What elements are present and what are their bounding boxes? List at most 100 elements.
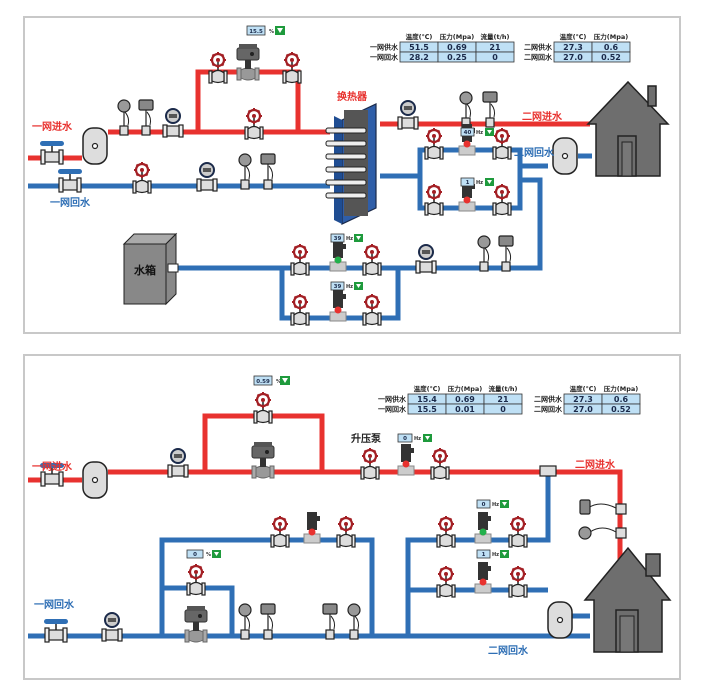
table-row-label: 二网供水 bbox=[524, 43, 553, 52]
electric-control-valve-bottom[interactable] bbox=[251, 441, 275, 479]
svg-text:%: % bbox=[269, 29, 274, 35]
circ-pump-2-outlet-valve[interactable] bbox=[491, 182, 513, 217]
booster-inlet-valve[interactable] bbox=[359, 446, 381, 481]
makeup-pump-1-inlet-valve[interactable] bbox=[289, 242, 311, 277]
booster-pump[interactable] bbox=[397, 443, 415, 476]
label-primary-supply: 一网进水 bbox=[32, 120, 73, 133]
bypass-pump-bottom[interactable] bbox=[303, 511, 321, 544]
makeup-pump-1-outlet-valve[interactable] bbox=[361, 242, 383, 277]
table-cell-value: 15.5 bbox=[417, 405, 437, 414]
booster-outlet-valve[interactable] bbox=[429, 446, 451, 481]
bypass-inlet-valve-bottom[interactable] bbox=[269, 514, 291, 549]
bypass-valve[interactable] bbox=[243, 106, 265, 141]
circ-pump-2-inlet-valve-bottom[interactable] bbox=[435, 564, 457, 599]
circ-pump-1-inlet-valve[interactable] bbox=[423, 126, 445, 161]
label-secondary-supply-bottom: 二网进水 bbox=[575, 458, 616, 471]
circ-pump-1-outlet-valve[interactable] bbox=[491, 126, 513, 161]
heat-exchanger: 换热器 bbox=[325, 90, 377, 225]
table-header: 温度(℃) bbox=[406, 32, 433, 41]
svg-text:Hz: Hz bbox=[476, 130, 483, 136]
table-header: 温度(℃) bbox=[560, 32, 587, 41]
return-control-valve[interactable] bbox=[184, 605, 208, 643]
table-cell-value: 15.4 bbox=[417, 395, 437, 404]
makeup-pump-2-readout: 39 Hz bbox=[330, 281, 363, 291]
table-row-label: 一网回水 bbox=[370, 53, 399, 62]
label-secondary-supply: 二网进水 bbox=[522, 110, 563, 123]
primary-return-valve-top[interactable] bbox=[57, 168, 83, 193]
svg-text:0: 0 bbox=[482, 502, 486, 508]
table-cell-value: 0 bbox=[500, 405, 506, 414]
primary-flowmeter bbox=[162, 107, 184, 138]
makeup-pump-1[interactable] bbox=[329, 239, 347, 272]
makeup-pump-2-outlet-valve[interactable] bbox=[361, 292, 383, 327]
secondary-temp-sensor-bottom bbox=[579, 499, 627, 515]
svg-text:39: 39 bbox=[334, 284, 342, 290]
label-primary-return-bottom: 一网回水 bbox=[34, 598, 75, 611]
regulating-valve-left[interactable] bbox=[207, 50, 229, 85]
electric-control-valve[interactable] bbox=[236, 43, 260, 81]
control-valve-readout: 15.5 % bbox=[246, 25, 285, 36]
table-cell-value: 51.5 bbox=[409, 43, 429, 52]
table-header: 压力(Mpa) bbox=[604, 384, 638, 393]
circ-pump-2-outlet-valve-bottom[interactable] bbox=[507, 564, 529, 599]
table-cell-value: 21 bbox=[497, 395, 509, 404]
makeup-pump-1-readout: 39 Hz bbox=[330, 233, 363, 243]
primary-return-valve-bottom[interactable] bbox=[43, 618, 69, 643]
table-row-label: 一网供水 bbox=[370, 43, 399, 52]
table-header: 温度(℃) bbox=[414, 384, 441, 393]
makeup-pressure-gauge bbox=[477, 235, 491, 272]
circ-pump-2-inlet-valve[interactable] bbox=[423, 182, 445, 217]
primary-filter-tank bbox=[82, 127, 108, 165]
svg-text:Hz: Hz bbox=[346, 284, 353, 290]
circ-pump-2-bottom[interactable] bbox=[474, 561, 492, 594]
label-secondary-return-bottom: 二网回水 bbox=[488, 644, 529, 657]
bypass-outlet-valve-bottom[interactable] bbox=[335, 514, 357, 549]
svg-text:1: 1 bbox=[482, 552, 486, 558]
return-pressure-gauge-bottom-1 bbox=[238, 603, 252, 640]
circ-pump-1-outlet-valve-bottom[interactable] bbox=[507, 514, 529, 549]
svg-text:水箱: 水箱 bbox=[134, 263, 156, 277]
circ-pump-1-readout: 40 Hz bbox=[460, 127, 494, 137]
return-regulating-valve[interactable] bbox=[185, 562, 207, 597]
table-cell-value: 21 bbox=[489, 43, 501, 52]
circ-pump-1-status-bottom bbox=[479, 528, 487, 536]
control-valve-bottom-readout: 0 % bbox=[186, 549, 221, 559]
tee-fitting bbox=[539, 465, 557, 477]
return-pressure-gauge bbox=[238, 153, 252, 190]
table-header: 压力(Mpa) bbox=[448, 384, 482, 393]
svg-text:Hz: Hz bbox=[492, 502, 499, 508]
svg-text:0: 0 bbox=[403, 436, 407, 442]
table-row-label: 二网回水 bbox=[534, 405, 563, 414]
table-cell bbox=[601, 403, 641, 415]
booster-readout: 0 Hz bbox=[397, 433, 432, 443]
table-cell bbox=[483, 403, 523, 415]
regulating-valve-right[interactable] bbox=[281, 50, 303, 85]
table-cell-value: 0.69 bbox=[455, 395, 475, 404]
primary-inlet-valve-top[interactable] bbox=[39, 140, 65, 165]
table-row-label: 一网供水 bbox=[378, 395, 407, 404]
house-building-bottom bbox=[583, 546, 672, 653]
return-pressure-gauge-bottom-2 bbox=[347, 603, 361, 640]
circ-pump-1-bottom[interactable] bbox=[474, 511, 492, 544]
makeup-pump-2[interactable] bbox=[329, 289, 347, 322]
table-cell bbox=[475, 51, 515, 63]
table-cell-value: 28.2 bbox=[409, 53, 429, 62]
table-cell-value: 27.0 bbox=[573, 405, 593, 414]
table-cell-value: 0.52 bbox=[611, 405, 631, 414]
house-building-top bbox=[586, 80, 670, 177]
label-primary-return: 一网回水 bbox=[50, 196, 91, 209]
bottom-pipes bbox=[28, 413, 623, 639]
makeup-pump-2-inlet-valve[interactable] bbox=[289, 292, 311, 327]
regulating-valve-bottom[interactable] bbox=[252, 390, 274, 425]
circ-pump-1-readout-bottom: 0 Hz bbox=[476, 499, 509, 509]
svg-text:%: % bbox=[206, 552, 211, 558]
table-cell-value: 0.6 bbox=[614, 395, 629, 404]
table-cell-value: 0.25 bbox=[447, 53, 467, 62]
svg-text:Hz: Hz bbox=[476, 180, 483, 186]
secondary-filter-tank bbox=[552, 137, 578, 175]
circ-pump-1-inlet-valve-bottom[interactable] bbox=[435, 514, 457, 549]
return-gate-valve[interactable] bbox=[131, 160, 153, 195]
